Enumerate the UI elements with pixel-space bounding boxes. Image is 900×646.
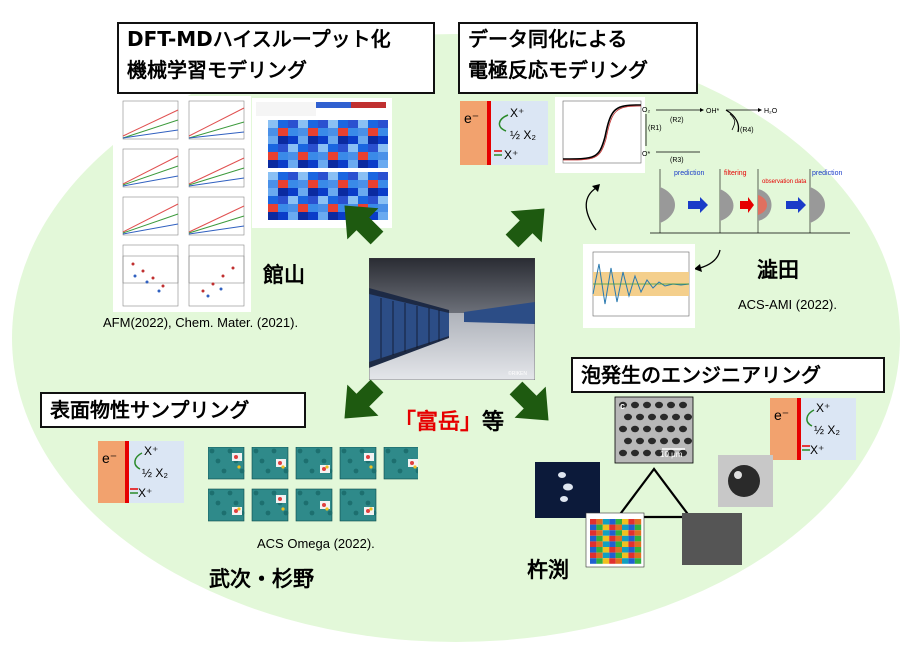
arrow-to-bubble [509, 381, 549, 421]
dft-md-title-box: DFT-MDハイスループット化 機械学習モデリング [117, 22, 435, 94]
r3-label: (R3) [670, 157, 684, 164]
sem-pores [619, 401, 692, 457]
arrow-to-assimilation [505, 208, 545, 248]
ref-shibuta: ACS-AMI (2022). [738, 297, 837, 312]
data-assimilation-title-line2: 電極反応モデリング [468, 58, 648, 82]
x-plus-bottom: X⁺ [138, 486, 152, 500]
h2o-label: H₂O [764, 108, 778, 115]
fugaku-label-open: 「 [394, 410, 417, 435]
bubble-engineering-title-box: 泡発生のエンジニアリング [571, 357, 885, 393]
half-x2-label: ½ X₂ [814, 423, 840, 437]
fugaku-label-main: 富岳 [416, 410, 461, 435]
prediction-label-2: prediction [812, 170, 842, 177]
fugaku-label: 「富岳」等 [394, 404, 504, 436]
observation-label: observation data [762, 179, 807, 185]
x-plus-top: X⁺ [144, 444, 158, 458]
o-star-label: O* [642, 151, 650, 158]
panel-c-label: c [620, 401, 625, 411]
dft-md-title-line1: DFT-MDハイスループット化 [127, 27, 391, 51]
ref-takeji: ACS Omega (2022). [257, 536, 375, 551]
arrow-to-dft [344, 205, 384, 245]
oh-label: OH* [706, 108, 720, 115]
simulation-colors [590, 519, 642, 564]
filtering-label: filtering [724, 170, 747, 177]
x-plus-top: X⁺ [510, 106, 524, 120]
dft-md-plot-grid [113, 96, 251, 312]
fugaku-photo: ©RIKEN [369, 258, 535, 380]
electrode-diagram-bubble: e⁻ X⁺ ½ X₂ X⁺ [770, 398, 856, 460]
bubble-engineering-title: 泡発生のエンジニアリング [581, 363, 821, 387]
name-shibuta: 澁田 [757, 258, 799, 282]
electron-label: e⁻ [774, 407, 789, 423]
heatmap-bottom [268, 172, 388, 220]
data-assimilation-title-line1: データ同化による [468, 27, 628, 51]
electrode-diagram-assim: e⁻ X⁺ ½ X₂ X⁺ [460, 101, 548, 165]
x-plus-bottom: X⁺ [504, 148, 518, 162]
dft-md-heatmaps [252, 98, 392, 228]
surface-sampling-tiles [208, 447, 418, 522]
name-tateyama: 館山 [263, 263, 305, 287]
sigmoid-plot [555, 97, 645, 173]
half-x2-label: ½ X₂ [510, 128, 536, 142]
ref-tateyama: AFM(2022), Chem. Mater. (2021). [103, 315, 299, 330]
assimilation-distributions: prediction filtering observation data pr… [650, 169, 850, 234]
surface-sampling-title: 表面物性サンプリング [50, 398, 250, 422]
heatmap-top [268, 120, 388, 168]
surface-tiles [208, 447, 418, 522]
x-plus-bottom: X⁺ [810, 443, 824, 457]
data-assimilation-title-box: データ同化による 電極反応モデリング [458, 22, 698, 94]
name-takeji-sugino: 武次・杉野 [209, 567, 314, 591]
dft-md-title-line2: 機械学習モデリング [127, 58, 307, 82]
time-series-plot [583, 244, 695, 328]
arrow-to-surface [344, 379, 384, 419]
fugaku-label-suffix: 等 [482, 410, 505, 435]
photo-caption: ©RIKEN [508, 370, 527, 377]
prediction-label-1: prediction [674, 170, 704, 177]
r2-label: (R2) [670, 117, 684, 124]
x-plus-top: X⁺ [816, 401, 830, 415]
r1-label: (R1) [648, 125, 662, 132]
half-x2-label: ½ X₂ [142, 466, 168, 480]
surface-sampling-title-box: 表面物性サンプリング [40, 392, 306, 428]
electron-label: e⁻ [464, 110, 479, 126]
scale-label: 10 μm [660, 450, 683, 459]
name-kinefuchi: 杵渕 [527, 558, 569, 582]
o2-label: O₂ [642, 107, 650, 114]
electrode-diagram-surface: e⁻ X⁺ ½ X₂ X⁺ [98, 441, 184, 503]
bubble-panels: c 10 μm [535, 396, 773, 568]
fugaku-label-close: 」 [460, 410, 483, 435]
assimilation-cycle-arrows [585, 109, 740, 272]
r4-label: (R4) [740, 127, 754, 134]
connection-triangle [615, 467, 693, 519]
reaction-scheme: O₂ (R2) OH* H₂O (R1) O* (R3) (R4) [642, 107, 778, 164]
porous-3d-image [682, 513, 742, 565]
electron-label: e⁻ [102, 450, 117, 466]
